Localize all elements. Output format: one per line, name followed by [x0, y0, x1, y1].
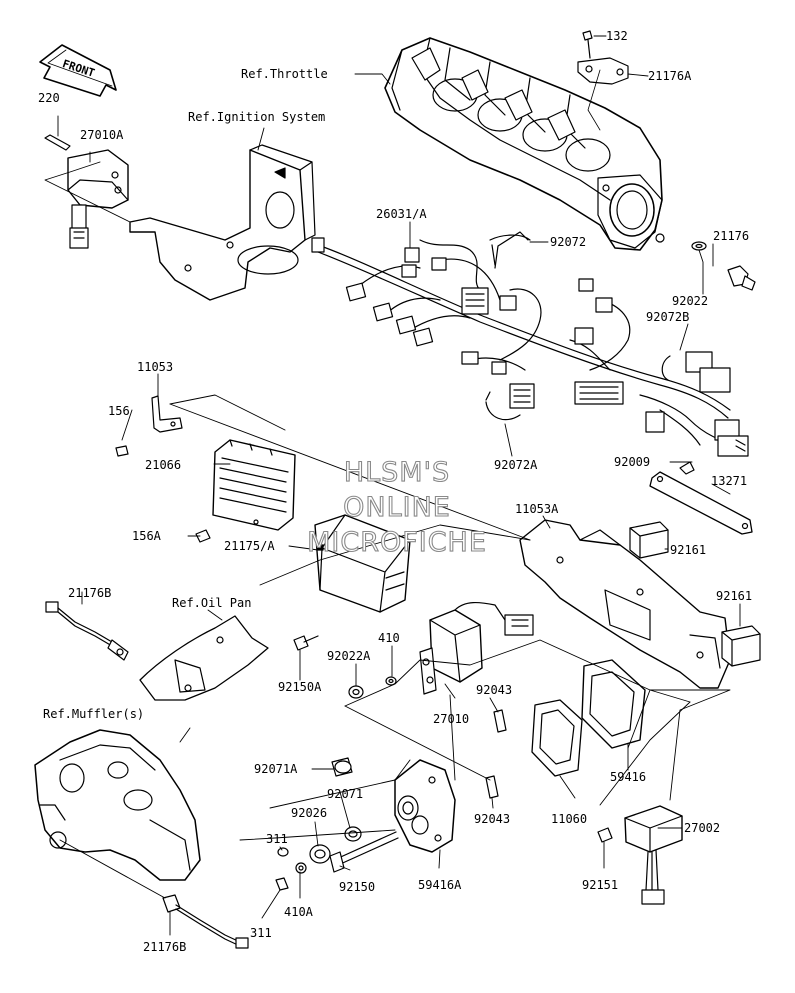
sensor-21176-drawing — [691, 241, 756, 291]
sensor-21176A-drawing — [577, 30, 629, 131]
sensor-21176B-lower-drawing — [162, 894, 249, 949]
part-label-311-lower[interactable]: 311 — [250, 926, 272, 940]
part-label-11053[interactable]: 11053 — [137, 360, 174, 374]
valve-body-59416A-drawing — [394, 759, 456, 853]
part-label-21176A[interactable]: 21176A — [648, 69, 692, 83]
damper-92161-drawing — [629, 521, 761, 667]
part-label-59416A[interactable]: 59416A — [418, 878, 462, 892]
washers-410-92022A-drawing — [348, 676, 397, 699]
part-label-92043-upper[interactable]: 92043 — [476, 683, 513, 697]
part-label-92151[interactable]: 92151 — [582, 878, 619, 892]
oil-pan-drawing — [139, 615, 269, 701]
part-label-92150[interactable]: 92150 — [339, 880, 376, 894]
leader-lines — [44, 35, 741, 936]
gasket-59416-drawing — [531, 659, 646, 777]
part-label-27010A[interactable]: 27010A — [80, 128, 124, 142]
ignition-bracket-drawing — [129, 144, 316, 301]
part-label-92161-right[interactable]: 92161 — [716, 589, 753, 603]
nuts-311-410A-drawing — [275, 847, 307, 891]
part-label-156[interactable]: 156 — [108, 404, 130, 418]
part-label-92072A[interactable]: 92072A — [494, 458, 538, 472]
watermark-line-3: MICROFICHE — [307, 527, 487, 558]
part-label-21176B-upper[interactable]: 21176B — [68, 586, 112, 600]
part-label-21176B-lower[interactable]: 21176B — [143, 940, 187, 954]
sensor-21176B-upper-drawing — [45, 601, 129, 661]
bar-13271-drawing — [649, 461, 753, 535]
part-label-311-upper[interactable]: 311 — [266, 832, 288, 846]
part-label-92150A[interactable]: 92150A — [278, 680, 322, 694]
solenoid-27010-drawing — [419, 602, 534, 695]
wiring-harness-drawing — [311, 234, 749, 457]
part-label-220[interactable]: 220 — [38, 91, 60, 105]
watermark-line-2: ONLINE — [343, 492, 451, 523]
part-label-92026[interactable]: 92026 — [291, 806, 328, 820]
part-label-92071A[interactable]: 92071A — [254, 762, 298, 776]
clamp-92072-drawing — [485, 231, 671, 421]
part-label-59416[interactable]: 59416 — [610, 770, 647, 784]
ref-oil-pan-label: Ref.Oil Pan — [172, 596, 252, 610]
part-label-11053A[interactable]: 11053A — [515, 502, 559, 516]
part-label-92072[interactable]: 92072 — [550, 235, 587, 249]
part-label-21176[interactable]: 21176 — [713, 229, 750, 243]
regulator-21066-drawing — [212, 439, 296, 531]
bolt-92150A-drawing — [293, 635, 319, 651]
front-arrow-icon — [39, 44, 117, 97]
sensor-27010A-drawing — [44, 134, 129, 249]
relay-27002-drawing — [597, 805, 683, 905]
watermark-line-1: HLSM'S — [343, 457, 451, 488]
part-label-92043-lower[interactable]: 92043 — [474, 812, 511, 826]
part-label-410A[interactable]: 410A — [284, 905, 313, 919]
part-label-13271[interactable]: 13271 — [711, 474, 748, 488]
part-label-11060[interactable]: 11060 — [551, 812, 588, 826]
muffler-drawing — [34, 729, 201, 881]
part-label-156A[interactable]: 156A — [132, 529, 161, 543]
bracket-11053-drawing — [115, 395, 211, 543]
throttle-body-drawing — [384, 37, 665, 251]
part-label-21066[interactable]: 21066 — [145, 458, 182, 472]
part-label-410[interactable]: 410 — [378, 631, 400, 645]
seals-92071-92026-drawing — [309, 757, 362, 864]
mount-plate-11053A-drawing — [519, 519, 731, 689]
part-label-132[interactable]: 132 — [606, 29, 628, 43]
part-label-92071[interactable]: 92071 — [327, 787, 364, 801]
part-label-92022[interactable]: 92022 — [672, 294, 709, 308]
part-label-27010[interactable]: 27010 — [433, 712, 470, 726]
ecu-21175A-drawing — [314, 514, 411, 613]
part-label-92009[interactable]: 92009 — [614, 455, 651, 469]
ref-throttle-label: Ref.Throttle — [241, 67, 328, 81]
dowel-92043-drawing — [485, 709, 507, 799]
ref-ignition-system-label: Ref.Ignition System — [188, 110, 326, 124]
part-label-27002[interactable]: 27002 — [684, 821, 721, 835]
part-label-21175A[interactable]: 21175/A — [224, 539, 275, 553]
ref-mufflers-label: Ref.Muffler(s) — [43, 707, 145, 721]
part-label-92161-top[interactable]: 92161 — [670, 543, 707, 557]
part-label-92022A[interactable]: 92022A — [327, 649, 371, 663]
part-label-92072B[interactable]: 92072B — [646, 310, 690, 324]
part-label-26031A[interactable]: 26031/A — [376, 207, 427, 221]
